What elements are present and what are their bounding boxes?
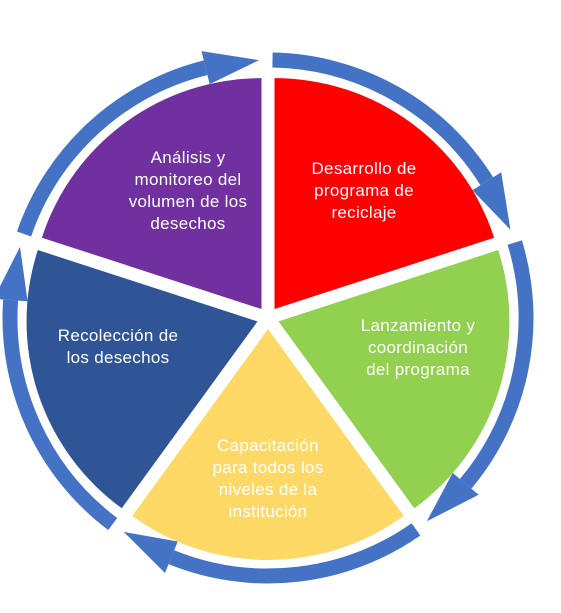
- label-line: volumen de los: [129, 192, 248, 211]
- label-line: programa de: [314, 181, 414, 200]
- segment-lanzamiento: [132, 329, 404, 561]
- label-line: Lanzamiento y: [361, 316, 476, 335]
- label-recoleccion: Recolección de los desechos: [58, 326, 178, 367]
- label-line: niveles de la: [219, 480, 318, 499]
- label-line: Desarrollo de: [311, 159, 416, 178]
- cycle-labels: Análisis y monitoreo del volumen de los des…: [58, 148, 476, 521]
- cycle-arrow-shaft: [16, 60, 208, 237]
- cycle-arrow-shaft: [2, 299, 118, 531]
- label-line: reciclaje: [331, 203, 396, 222]
- label-lanzamiento: Lanzamiento y coordinación del programa: [361, 316, 476, 379]
- label-capacitacion: Capacitación para todos los niveles de la i…: [213, 436, 324, 521]
- label-analisis: Análisis y monitoreo del volumen de los des…: [129, 148, 248, 233]
- label-line: para todos los: [213, 458, 324, 477]
- label-line: coordinación: [368, 338, 468, 357]
- cycle-arrowhead: [426, 472, 479, 522]
- segment-capacitacion: [26, 250, 258, 509]
- cycle-segments: [26, 78, 510, 561]
- label-line: monitoreo del: [135, 170, 242, 189]
- label-line: los desechos: [67, 348, 170, 367]
- label-line: del programa: [366, 360, 470, 379]
- cycle-arrowhead: [0, 246, 28, 302]
- label-line: institución: [229, 502, 308, 521]
- label-desarrollo: Desarrollo de programa de reciclaje: [311, 159, 416, 222]
- cycle-arrow-shaft: [168, 523, 421, 584]
- cycle-arrows: [0, 51, 534, 584]
- cycle-arrow-shaft: [459, 240, 534, 489]
- cycle-arrowhead: [201, 51, 259, 85]
- label-line: Recolección de: [58, 326, 178, 345]
- cycle-arrow-shaft: [272, 52, 494, 186]
- label-line: Capacitación: [217, 436, 319, 455]
- cycle-arrowhead: [123, 531, 178, 573]
- cycle-arrowhead: [472, 172, 511, 230]
- segment-desarrollo: [278, 250, 510, 509]
- label-line: desechos: [150, 214, 225, 233]
- label-line: Análisis y: [151, 148, 226, 167]
- segment-recoleccion: [41, 78, 262, 310]
- segment-analisis: [274, 78, 495, 310]
